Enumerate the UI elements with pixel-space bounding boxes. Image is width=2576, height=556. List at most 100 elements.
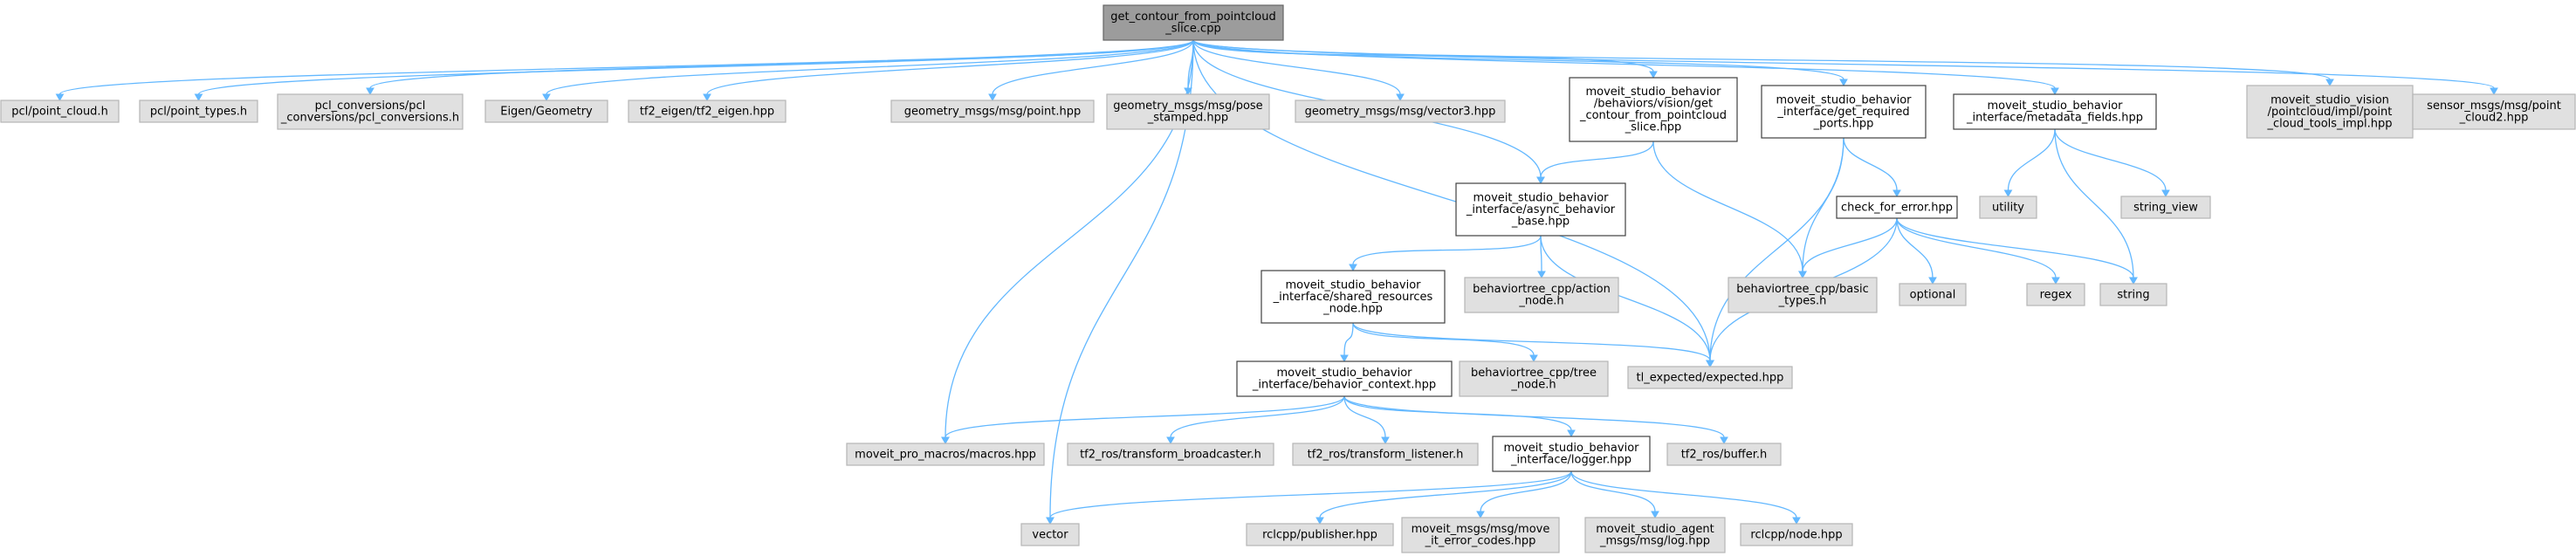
node-box bbox=[139, 100, 258, 123]
arrowhead-root-to-pcl_point_cloud bbox=[55, 93, 65, 102]
node-box bbox=[1569, 77, 1738, 142]
edge-metadata_fields-to-string bbox=[2054, 128, 2134, 278]
edge-async_behavior_base-to-tl_expected bbox=[1540, 235, 1711, 361]
node-label-line: _slice.hpp bbox=[1625, 121, 1682, 134]
edge-root-to-pcl_point_cloud bbox=[58, 39, 1194, 95]
edge-check_for_error-to-regex bbox=[1896, 217, 2057, 278]
node-label-line: tf2_ros/transform_broadcaster.h bbox=[1080, 448, 1261, 461]
node-label-line: _interface/shared_resources bbox=[1273, 291, 1433, 304]
arrowhead-root-to-metadata_fields bbox=[2050, 87, 2059, 96]
node-pcl-point-types: pcl/point_types.h bbox=[139, 100, 258, 123]
node-behavior-context[interactable]: moveit_studio_behavior_interface/behavio… bbox=[1236, 360, 1453, 397]
edge-root-to-geom_point bbox=[992, 39, 1194, 95]
edge-shared_resources_node-to-bt_tree_node bbox=[1352, 322, 1535, 356]
node-geom-pose-stamped: geometry_msgs/msg/pose_stamped.hpp bbox=[1106, 93, 1270, 130]
node-move-it-error-codes: moveit_msgs/msg/move_it_error_codes.hpp bbox=[1401, 517, 1560, 553]
node-label-line: moveit_studio_behavior bbox=[1503, 442, 1639, 455]
node-box bbox=[1740, 523, 1853, 546]
node-label-line: pcl/point_cloud.h bbox=[11, 105, 108, 118]
node-logger[interactable]: moveit_studio_behavior_interface/logger.… bbox=[1492, 436, 1651, 472]
node-label-line: moveit_studio_behavior bbox=[1285, 278, 1421, 292]
node-label-line: rclcpp/publisher.hpp bbox=[1262, 528, 1377, 541]
arrowhead-root-to-get_required_ports bbox=[1839, 79, 1848, 87]
node-label-line: _slice.cpp bbox=[1164, 23, 1220, 36]
node-label-line: _conversions/pcl_conversions.h bbox=[280, 112, 459, 125]
arrowhead-check_for_error-to-bt_basic_types bbox=[1798, 271, 1807, 279]
edge-async_behavior_base-to-shared_resources_node bbox=[1352, 235, 1542, 265]
node-label-line: regex bbox=[2040, 288, 2072, 301]
node-bt-action-node: behaviortree_cpp/action_node.h bbox=[1464, 277, 1619, 313]
arrowhead-check_for_error-to-optional bbox=[1928, 277, 1937, 285]
nodes-layer: get_contour_from_pointcloud_slice.cpppcl… bbox=[0, 4, 2576, 553]
arrowhead-async_behavior_base-to-shared_resources_node bbox=[1349, 264, 1357, 272]
node-label-line: tf2_eigen/tf2_eigen.hpp bbox=[640, 105, 774, 118]
node-label-line: _cloud_tools_impl.hpp bbox=[2266, 117, 2392, 130]
node-label-line: _interface/async_behavior bbox=[1466, 203, 1616, 216]
edge-behavior_context-to-tf2_buffer bbox=[1343, 395, 1725, 438]
node-label-line: _interface/logger.hpp bbox=[1510, 454, 1631, 467]
arrowhead-root-to-pcl_point_types bbox=[194, 93, 203, 102]
edge-logger-to-vector bbox=[1049, 470, 1572, 518]
node-box bbox=[1067, 443, 1274, 466]
arrowhead-metadata_fields-to-string_view bbox=[2161, 189, 2170, 198]
node-label-line: vector bbox=[1032, 528, 1068, 541]
node-bt-basic-types: behaviortree_cpp/basic_types.h bbox=[1728, 277, 1878, 313]
edge-root-to-eigen_geometry bbox=[546, 39, 1194, 95]
edge-root-to-sensor_pointcloud2 bbox=[1192, 39, 2495, 89]
node-get-contour-hpp[interactable]: moveit_studio_behavior/behaviors/vision/… bbox=[1569, 77, 1738, 142]
edge-root-to-pcl_conversions bbox=[369, 39, 1194, 89]
arrowhead-shared_resources_node-to-tl_expected bbox=[1706, 360, 1714, 368]
node-box bbox=[1401, 517, 1560, 553]
node-label-line: moveit_studio_behavior bbox=[1473, 191, 1609, 204]
node-rclcpp-node: rclcpp/node.hpp bbox=[1740, 523, 1853, 546]
node-box bbox=[846, 443, 1045, 466]
edge-check_for_error-to-optional bbox=[1896, 217, 1934, 278]
node-geom-point: geometry_msgs/msg/point.hpp bbox=[890, 100, 1095, 123]
edge-root-to-geom_vector3 bbox=[1192, 39, 1401, 95]
node-box bbox=[1261, 270, 1446, 324]
node-label-line: moveit_studio_behavior bbox=[1585, 86, 1721, 99]
edge-get_required_ports-to-check_for_error bbox=[1843, 137, 1898, 191]
arrowhead-behavior_context-to-logger bbox=[1567, 429, 1576, 438]
node-box bbox=[2412, 93, 2576, 130]
edge-check_for_error-to-bt_basic_types bbox=[1802, 217, 1898, 272]
node-pointcloud-tools-impl: moveit_studio_vision/pointcloud/impl/poi… bbox=[2246, 85, 2414, 139]
arrowhead-root-to-tf2_eigen bbox=[703, 93, 711, 102]
node-label-line: string bbox=[2117, 288, 2149, 301]
edge-get_contour_hpp-to-async_behavior_base bbox=[1540, 141, 1654, 178]
node-label-line: _base.hpp bbox=[1511, 215, 1570, 228]
arrowhead-logger-to-move_it_error_codes bbox=[1476, 511, 1485, 519]
edge-get_required_ports-to-tl_expected bbox=[1709, 137, 1844, 361]
edges-layer bbox=[55, 39, 2498, 525]
node-label-line: _interface/behavior_context.hpp bbox=[1252, 379, 1436, 392]
node-label-line: _node.hpp bbox=[1322, 302, 1383, 315]
node-check-for-error[interactable]: check_for_error.hpp bbox=[1836, 196, 1958, 219]
node-regex: regex bbox=[2026, 283, 2085, 306]
node-root[interactable]: get_contour_from_pointcloud_slice.cpp bbox=[1103, 4, 1284, 41]
node-label-line: moveit_studio_behavior bbox=[1776, 93, 1912, 106]
node-label-line: _cloud2.hpp bbox=[2459, 112, 2529, 125]
node-vector: vector bbox=[1020, 523, 1080, 546]
node-label-line: geometry_msgs/msg/pose bbox=[1113, 100, 1262, 113]
node-label-line: moveit_msgs/msg/move bbox=[1412, 523, 1550, 536]
node-label-line: tl_expected/expected.hpp bbox=[1637, 371, 1784, 384]
node-label-line: optional bbox=[1910, 288, 1956, 301]
node-label-line: Eigen/Geometry bbox=[500, 105, 593, 118]
node-async-behavior-base[interactable]: moveit_studio_behavior_interface/async_b… bbox=[1455, 182, 1626, 237]
node-label-line: moveit_pro_macros/macros.hpp bbox=[855, 448, 1036, 461]
node-label-line: /behaviors/vision/get bbox=[1594, 98, 1713, 111]
node-box bbox=[1492, 436, 1651, 472]
node-label-line: behaviortree_cpp/basic bbox=[1736, 283, 1869, 296]
arrowhead-behavior_context-to-tf2_listener bbox=[1381, 436, 1390, 445]
node-pcl-conversions: pcl_conversions/pcl_conversions/pcl_conv… bbox=[277, 93, 464, 130]
node-shared-resources-node[interactable]: moveit_studio_behavior_interface/shared_… bbox=[1261, 270, 1446, 324]
arrowhead-check_for_error-to-string bbox=[2129, 277, 2138, 285]
node-metadata-fields[interactable]: moveit_studio_behavior_interface/metadat… bbox=[1953, 93, 2157, 130]
node-get-required-ports[interactable]: moveit_studio_behavior_interface/get_req… bbox=[1761, 85, 1927, 139]
node-string-view: string_view bbox=[2120, 196, 2211, 219]
edge-metadata_fields-to-utility bbox=[2007, 128, 2056, 191]
node-box bbox=[1979, 196, 2037, 219]
node-box bbox=[1464, 277, 1619, 313]
edge-behavior_context-to-pro_macros bbox=[945, 395, 1345, 438]
